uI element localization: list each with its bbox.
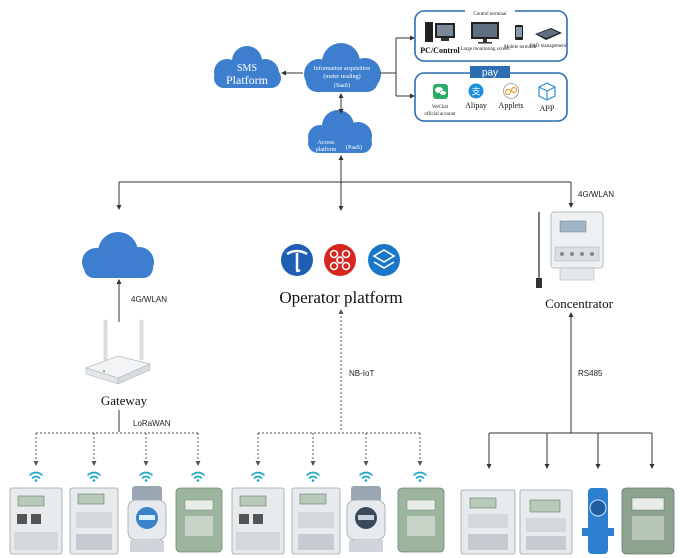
unicom-logo-icon xyxy=(324,244,356,276)
gateway-label: Gateway xyxy=(101,393,148,408)
saas-cloud-line2: (meter reading) xyxy=(323,73,360,80)
saas-cloud: Information acquisition (meter reading) … xyxy=(304,43,381,92)
pc-icon xyxy=(425,22,455,42)
right-top-link-label: 4G/WLAN xyxy=(578,190,614,199)
mobile-terminal-icon xyxy=(515,25,523,40)
operator-platform-title: Operator platform xyxy=(279,288,402,307)
electric-meter-icon xyxy=(460,489,516,555)
paas-cloud-line3: (PaaS) xyxy=(346,144,362,151)
wechat-icon xyxy=(433,84,448,99)
electric-meter-icon xyxy=(69,487,119,555)
nbiot-label: NB-IoT xyxy=(349,369,374,378)
mobile-terminal-label: Mobile terminal xyxy=(504,45,537,50)
meters-row xyxy=(9,486,675,555)
wifi-icon xyxy=(251,471,265,482)
applets-icon xyxy=(503,83,519,99)
pc-control-label: PC/Control xyxy=(420,46,460,55)
applets-label: Applets xyxy=(499,101,524,110)
sms-cloud-line2: Platform xyxy=(226,73,269,87)
alipay-label: Alipay xyxy=(465,101,487,110)
pad-management-label: PAD management xyxy=(530,44,567,49)
sms-platform-cloud: SMS Platform xyxy=(214,46,281,88)
wifi-icon xyxy=(359,471,373,482)
rs485-label: RS485 xyxy=(578,369,603,378)
electric-meter-icon xyxy=(9,487,63,555)
wechat-label: official account xyxy=(424,112,456,117)
gateway-router-icon xyxy=(84,319,152,385)
alipay-icon: 支 xyxy=(468,83,484,99)
top-connectors xyxy=(116,35,574,211)
left-cloud xyxy=(82,232,154,278)
electric-meter-icon xyxy=(291,487,341,555)
monitoring-screen-icon xyxy=(471,22,499,44)
water-meter-icon xyxy=(582,488,614,554)
pad-icon xyxy=(535,28,562,40)
control-terminal-box: Control terminal PC/Control Large monito… xyxy=(414,8,568,62)
app-cube-icon xyxy=(538,82,556,101)
wifi-icon xyxy=(413,471,427,482)
pay-box: pay WeChat official account 支 Alipay App… xyxy=(414,66,568,122)
monitoring-screen-label: Large monitoring screen xyxy=(460,47,510,52)
wifi-icon xyxy=(29,471,43,482)
electric-meter-icon xyxy=(231,487,285,555)
paas-cloud-line2: platform xyxy=(316,146,337,153)
concentrator-label: Concentrator xyxy=(545,296,614,311)
svg-text:支: 支 xyxy=(471,86,480,97)
gas-meter-icon xyxy=(397,487,445,553)
telecom-logo-icon xyxy=(281,244,313,276)
saas-cloud-line3: (SaaS) xyxy=(334,82,350,89)
wifi-icons xyxy=(29,471,427,482)
gas-meter-icon xyxy=(175,487,223,553)
concentrator-icon xyxy=(536,211,604,288)
wifi-icon xyxy=(139,471,153,482)
lorawan-label: LoRaWAN xyxy=(133,419,171,428)
paas-cloud-line1: Access xyxy=(318,140,336,146)
saas-cloud-line1: Information acquisition xyxy=(314,65,371,72)
wechat-label-line1: WeChat xyxy=(432,105,449,110)
wifi-icon xyxy=(306,471,320,482)
wifi-icon xyxy=(87,471,101,482)
wifi-icon xyxy=(191,471,205,482)
mobile-logo-icon xyxy=(368,244,400,276)
sms-cloud-line1: SMS xyxy=(237,63,257,74)
app-label: APP xyxy=(540,104,555,113)
left-link-label: 4G/WLAN xyxy=(131,295,167,304)
water-meter-icon xyxy=(346,486,386,552)
pay-header: pay xyxy=(482,68,498,79)
gas-meter-icon xyxy=(621,487,675,555)
control-terminal-header: Control terminal xyxy=(473,12,507,17)
water-meter-icon xyxy=(127,486,167,552)
electric-meter-icon xyxy=(519,489,573,555)
paas-cloud: Access platform (PaaS) xyxy=(308,110,372,153)
